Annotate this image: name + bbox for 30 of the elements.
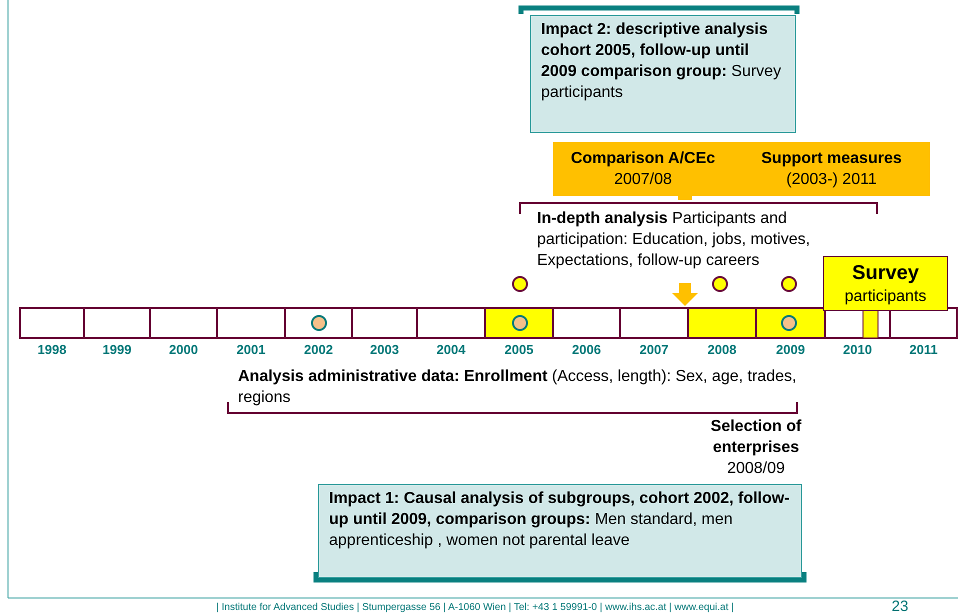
year-label: 1998 [36,342,68,357]
year-label: 2005 [504,342,534,357]
subtext: (2003-) 2011 [785,170,878,190]
year-label: 2001 [236,342,266,357]
impact-box: Impact 1: Causal analysis of subgroups, cohort 2002, follow-up until 2009, comparison groups: Men standard, men apprenticeship , women not parental leave [318,484,802,578]
survey-box [823,256,948,311]
year-label: 2004 [436,342,466,357]
impact-box: Impact 2: descriptive analysis cohort 2005, follow-up until 2009 comparison group: Survey participants [530,15,796,133]
subtext: participants [844,287,928,307]
year-label: 2000 [168,342,199,357]
year-label: 2008 [706,342,738,357]
heading: Selection of enterprises [710,417,802,458]
analysis-text: Analysis administrative data: Enrollment (Access, length): Sex, age, trades, regions [234,366,814,410]
page-number: 23 [890,598,910,615]
year-label: 2002 [303,342,334,357]
year-label: 2006 [571,342,602,357]
year-label: 1999 [102,342,132,357]
comparison-box [553,142,733,196]
heading: Comparison A/CEc [570,149,716,169]
year-label: 2003 [369,342,400,357]
footer-text: | Institute for Advanced Studies | Stumpergasse 56 | A-1060 Wien | Tel: +43 1 59991-0 | www.ihs.ac.at | www.equi.at | [215,602,735,613]
year-label: 2010 [842,342,873,357]
year-label: 2011 [908,342,939,357]
year-label: 2007 [638,342,670,357]
year-label: 2009 [775,342,806,357]
subtext: 2008/09 [726,459,786,479]
heading: Support measures [760,149,903,169]
heading: Survey [851,261,920,286]
subtext: 2007/08 [613,170,673,190]
support-measures-box [733,142,930,196]
